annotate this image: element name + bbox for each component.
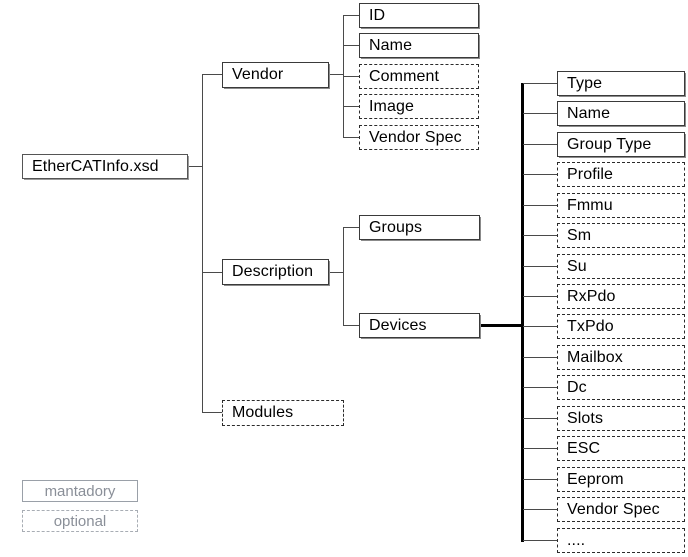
connector-description-child-groups xyxy=(343,227,359,229)
connector-devices-child-txpdo xyxy=(523,326,557,328)
node-device-su[interactable]: Su xyxy=(557,254,685,279)
node-vendor-vendor-spec[interactable]: Vendor Spec xyxy=(359,125,479,150)
node-vendor-name[interactable]: Name xyxy=(359,33,479,58)
connector-main-trunk xyxy=(202,74,204,413)
connector-devices-child-mailbox xyxy=(523,357,557,359)
connector-devices-child-profile xyxy=(523,174,557,176)
node-device-dc[interactable]: Dc xyxy=(557,375,685,400)
connector-root-to-trunk xyxy=(188,166,203,168)
node-device-eeprom[interactable]: Eeprom xyxy=(557,467,685,492)
connector-vendor-child-vendorspec xyxy=(343,137,359,139)
legend-mandatory: mantadory xyxy=(22,480,138,502)
node-device-slots[interactable]: Slots xyxy=(557,406,685,431)
node-device-group-type[interactable]: Group Type xyxy=(557,132,685,157)
connector-devices-child-grouptype xyxy=(523,144,557,146)
connector-devices-to-subtrunk xyxy=(479,324,524,327)
connector-devices-child-type xyxy=(523,83,557,85)
connector-devices-child-su xyxy=(523,266,557,268)
node-devices[interactable]: Devices xyxy=(359,313,480,338)
node-device-type[interactable]: Type xyxy=(557,71,685,96)
connector-devices-child-name xyxy=(523,113,557,115)
node-ethercatinfo-xsd[interactable]: EtherCATInfo.xsd xyxy=(22,154,188,179)
connector-devices-child-dc xyxy=(523,387,557,389)
node-device-txpdo[interactable]: TxPdo xyxy=(557,314,685,339)
legend-optional: optional xyxy=(22,510,138,532)
node-device-mailbox[interactable]: Mailbox xyxy=(557,345,685,370)
node-device-ellipsis[interactable]: .... xyxy=(557,528,685,553)
node-groups[interactable]: Groups xyxy=(359,215,480,240)
connector-description-to-subtrunk xyxy=(329,272,344,274)
connector-description-subtrunk xyxy=(343,227,345,326)
node-vendor-id[interactable]: ID xyxy=(359,3,479,28)
node-modules[interactable]: Modules xyxy=(222,400,344,426)
node-device-sm[interactable]: Sm xyxy=(557,223,685,248)
connector-vendor-child-image xyxy=(343,106,359,108)
connector-vendor-child-id xyxy=(343,15,359,17)
connector-description-child-devices xyxy=(343,325,359,327)
connector-devices-child-fmmu xyxy=(523,205,557,207)
connector-devices-child-sm xyxy=(523,235,557,237)
node-vendor[interactable]: Vendor xyxy=(222,62,329,88)
connector-devices-child-slots xyxy=(523,418,557,420)
node-device-profile[interactable]: Profile xyxy=(557,162,685,187)
connector-devices-child-ellipsis xyxy=(523,540,557,542)
connector-devices-subtrunk xyxy=(521,83,524,542)
node-device-name[interactable]: Name xyxy=(557,101,685,126)
connector-devices-child-esc xyxy=(523,448,557,450)
connector-trunk-to-vendor xyxy=(202,74,222,76)
node-vendor-image[interactable]: Image xyxy=(359,94,479,119)
connector-trunk-to-description xyxy=(202,272,222,274)
connector-devices-child-rxpdo xyxy=(523,296,557,298)
node-device-rxpdo[interactable]: RxPdo xyxy=(557,284,685,309)
connector-trunk-to-modules xyxy=(202,412,222,414)
node-vendor-comment[interactable]: Comment xyxy=(359,64,479,89)
connector-vendor-child-comment xyxy=(343,76,359,78)
connector-vendor-to-subtrunk xyxy=(329,74,344,76)
node-device-fmmu[interactable]: Fmmu xyxy=(557,193,685,218)
node-device-vendor-spec[interactable]: Vendor Spec xyxy=(557,497,685,522)
connector-vendor-child-name xyxy=(343,45,359,47)
connector-devices-child-vendorspec xyxy=(523,509,557,511)
connector-devices-child-eeprom xyxy=(523,479,557,481)
node-device-esc[interactable]: ESC xyxy=(557,436,685,461)
node-description[interactable]: Description xyxy=(222,259,329,285)
